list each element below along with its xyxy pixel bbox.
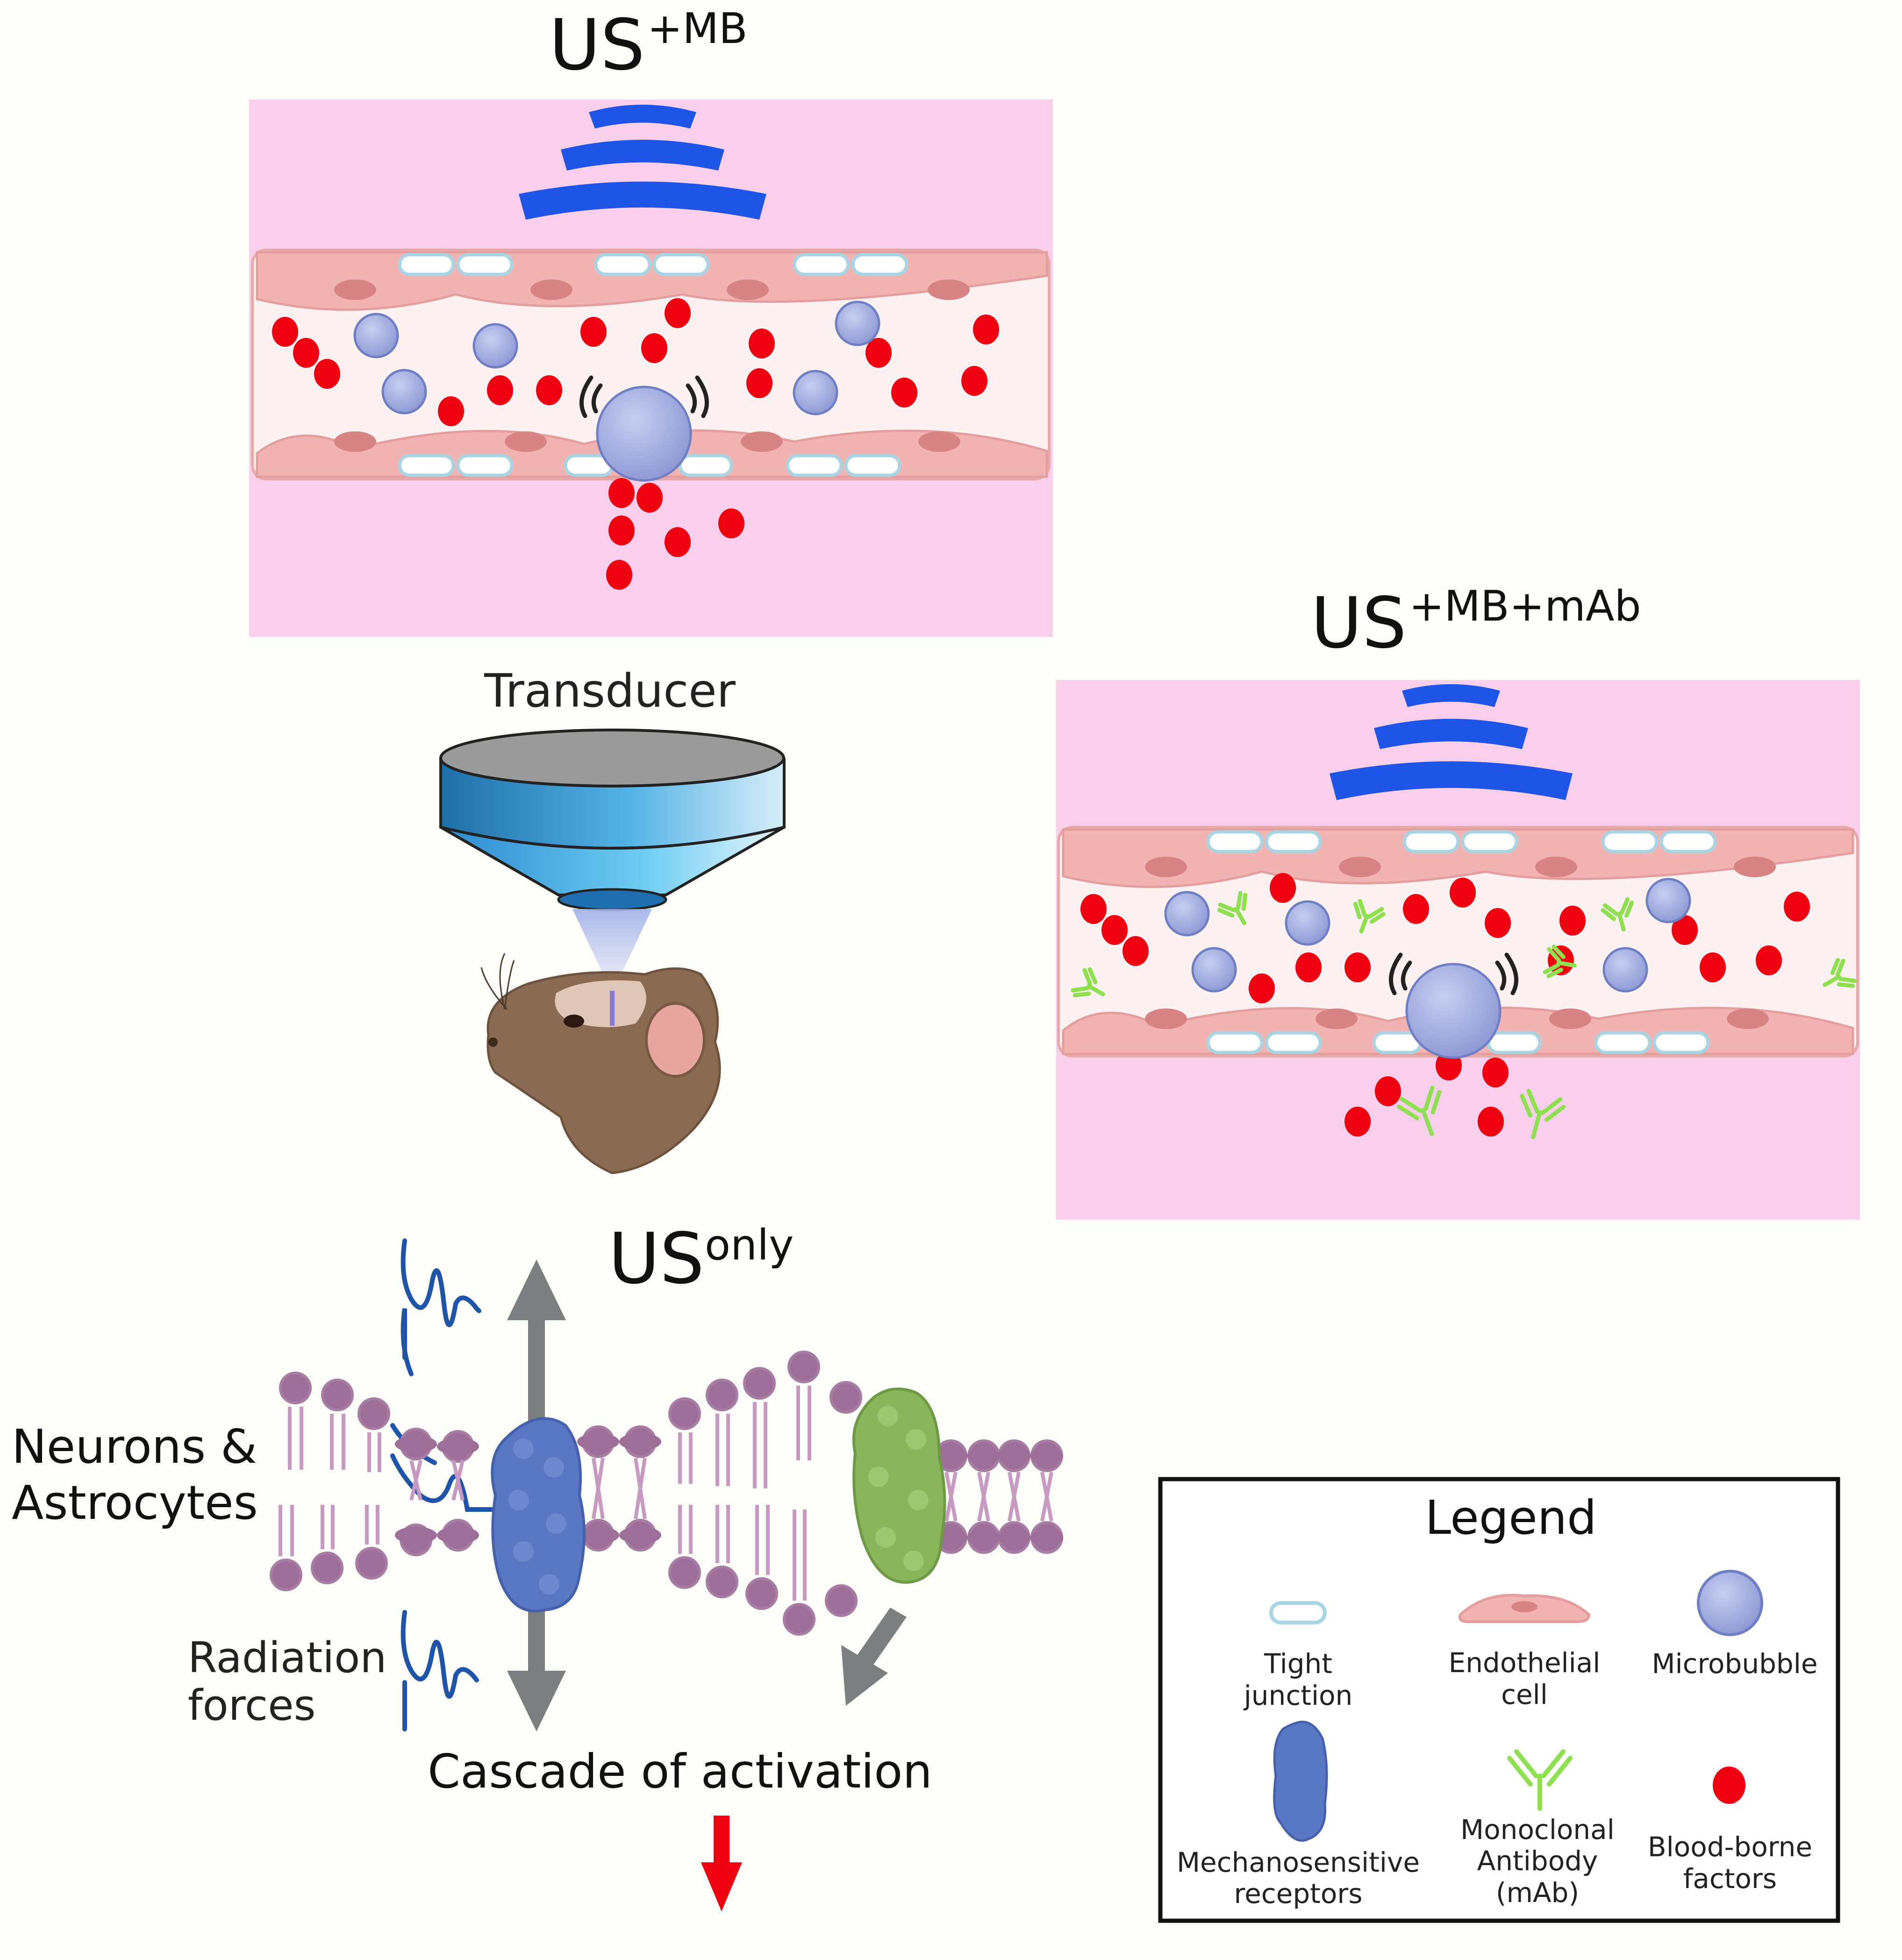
legend-blood-borne-icon: [1713, 1767, 1745, 1804]
transducer-label: Transducer: [484, 665, 736, 718]
panel-us-mb-mab: [1056, 680, 1860, 1220]
legend: Legend Tight junction Endothelial cell M…: [1158, 1477, 1840, 1923]
neurons-label-line1: Neurons &: [12, 1419, 257, 1474]
down-red-arrow-icon: [701, 1816, 742, 1911]
legend-tight-junction-label-2: junction: [1243, 1680, 1353, 1711]
title-us-mb-mab: US +MB+mAb: [1311, 582, 1641, 664]
legend-mechanosensitive-label-2: receptors: [1234, 1878, 1363, 1910]
cascade-label: Cascade of activation: [428, 1744, 932, 1799]
title-us-only: US only: [608, 1218, 794, 1300]
blood-borne-factors: [1080, 873, 1810, 1137]
legend-title: Legend: [1425, 1490, 1596, 1545]
diagonal-arrow-icon: [841, 1608, 907, 1706]
blood-borne-factors: [272, 298, 999, 590]
oscillating-microbubble: [1405, 963, 1502, 1059]
tight-junctions: [398, 253, 908, 477]
legend-tight-junction-icon: [1269, 1601, 1327, 1624]
legend-antibody-label-2: Antibody: [1477, 1845, 1598, 1877]
title-us-mb: US +MB: [549, 4, 748, 86]
radiation-label-line2: forces: [188, 1681, 316, 1730]
panel-us-mb: [249, 100, 1053, 637]
neurons-label-line2: Astrocytes: [12, 1475, 258, 1530]
legend-mechanosensitive-receptor-icon: [1273, 1720, 1328, 1842]
title-us-mb-mab-sup: +MB+mAb: [1409, 582, 1641, 631]
title-us-only-sup: only: [705, 1221, 794, 1270]
endothelial-nuclei: [334, 279, 970, 452]
monoclonal-antibodies: [1071, 891, 1857, 1139]
radiation-waveform-icon: [390, 1238, 498, 1731]
lipid-bilayer: [270, 1351, 1063, 1636]
legend-tight-junction-label-1: Tight: [1264, 1648, 1332, 1680]
mechanosensitive-receptor-blue: [491, 1417, 586, 1613]
ultrasound-waves-icon: [1330, 684, 1573, 800]
legend-microbubble-icon: [1697, 1570, 1763, 1636]
legend-antibody-icon: [1507, 1749, 1573, 1811]
title-us-mb-main: US: [549, 5, 645, 86]
ultrasound-waves-icon: [519, 105, 766, 220]
oscillating-microbubble: [596, 386, 692, 482]
legend-microbubble-label: Microbubble: [1652, 1648, 1817, 1680]
transducer-icon: [439, 729, 786, 988]
legend-antibody-label-3: (mAb): [1496, 1877, 1579, 1909]
title-us-mb-sup: +MB: [647, 4, 748, 53]
transducer-group: Transducer: [439, 665, 786, 1174]
endothelial-nuclei: [1145, 857, 1776, 1029]
legend-endothelial-label-1: Endothelial: [1449, 1647, 1601, 1679]
legend-endothelial-label-2: cell: [1501, 1679, 1548, 1710]
title-us-only-main: US: [608, 1218, 704, 1300]
panel-us-only: Neurons & Astrocytes Radiation forces: [12, 1238, 1063, 1911]
microbubbles: [1164, 878, 1691, 1059]
oscillation-marks-icon: [1388, 952, 1519, 995]
title-us-mb-mab-main: US: [1311, 583, 1407, 664]
legend-mechanosensitive-label-1: Mechanosensitive: [1177, 1846, 1420, 1878]
microbubbles: [353, 300, 880, 482]
mouse-icon: [480, 953, 721, 1174]
radiation-label-line1: Radiation: [188, 1633, 386, 1682]
legend-blood-borne-label-2: factors: [1683, 1863, 1777, 1895]
mechanosensitive-receptor-green: [852, 1388, 946, 1584]
oscillation-marks-icon: [579, 375, 709, 418]
legend-blood-borne-label-1: Blood-borne: [1648, 1831, 1812, 1863]
legend-antibody-label-1: Monoclonal: [1460, 1814, 1615, 1846]
